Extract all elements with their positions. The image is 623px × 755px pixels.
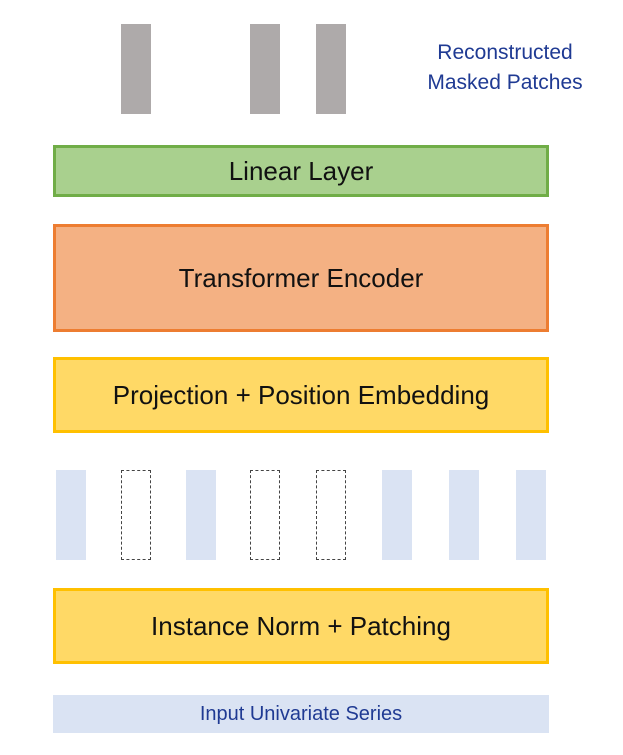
input-patch-4-masked — [250, 470, 280, 560]
transformer-encoder-block: Transformer Encoder — [53, 224, 549, 332]
reconstructed-label-line2: Masked Patches — [427, 71, 583, 94]
projection-embedding-block: Projection + Position Embedding — [53, 357, 549, 433]
linear-layer-block: Linear Layer — [53, 145, 549, 197]
input-patch-5-masked — [316, 470, 346, 560]
input-patch-8 — [516, 470, 546, 560]
transformer-encoder-label: Transformer Encoder — [178, 262, 424, 293]
reconstructed-label-line1: Reconstructed — [437, 41, 573, 64]
output-patch-2 — [250, 24, 280, 114]
input-patch-2-masked — [121, 470, 151, 560]
projection-embedding-label: Projection + Position Embedding — [112, 379, 490, 410]
input-patch-6 — [382, 470, 412, 560]
input-series-label: Input Univariate Series — [199, 702, 403, 725]
instance-norm-patching-block: Instance Norm + Patching — [53, 588, 549, 664]
input-univariate-series-bar: Input Univariate Series — [53, 695, 549, 733]
reconstructed-masked-patches-label: Reconstructed Masked Patches — [400, 38, 610, 98]
output-patch-3 — [316, 24, 346, 114]
instance-norm-label: Instance Norm + Patching — [151, 610, 451, 641]
input-patch-7 — [449, 470, 479, 560]
output-patch-1 — [121, 24, 151, 114]
linear-layer-label: Linear Layer — [228, 155, 374, 186]
input-patch-1 — [56, 470, 86, 560]
input-patch-3 — [186, 470, 216, 560]
